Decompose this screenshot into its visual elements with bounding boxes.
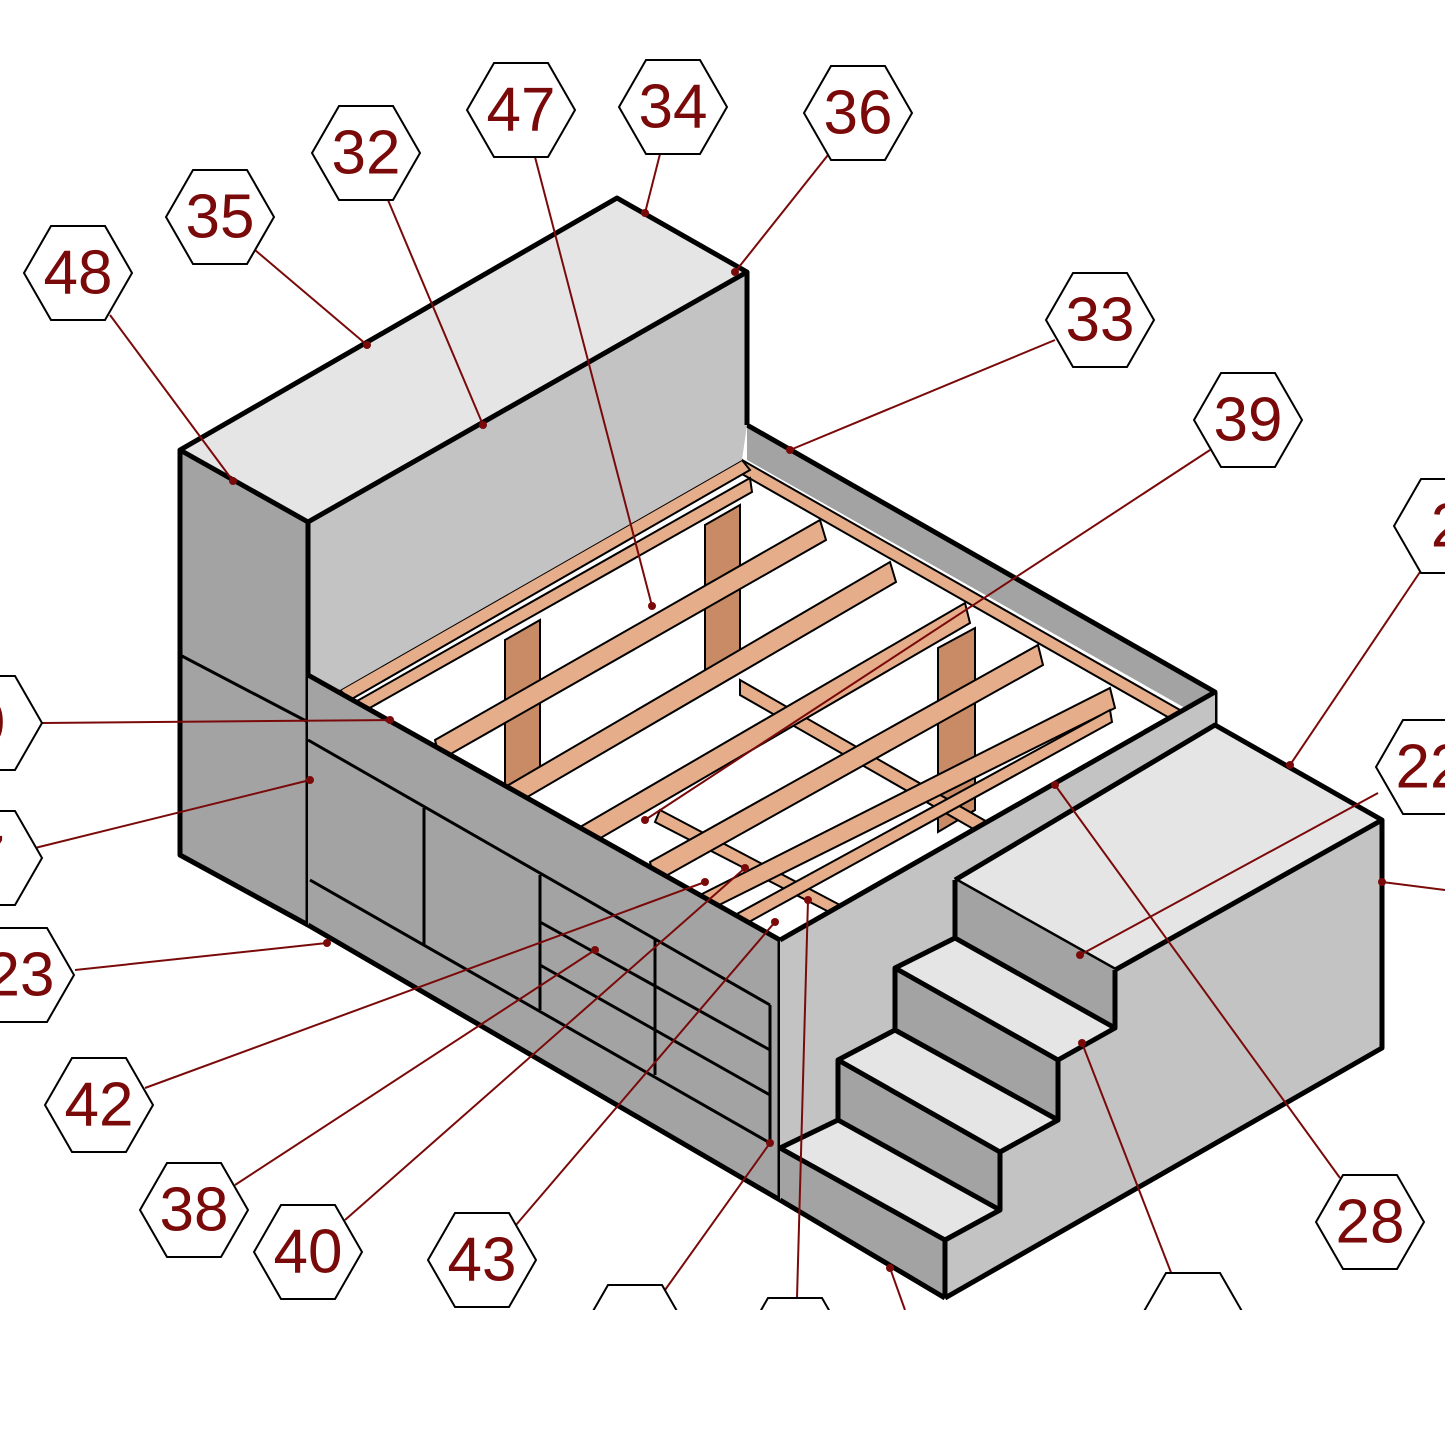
callout-40: 40 (253, 1204, 363, 1300)
svg-text:28: 28 (1336, 1188, 1405, 1257)
svg-text:47: 47 (487, 76, 556, 145)
callout-47: 47 (466, 62, 576, 158)
callout-42: 42 (44, 1057, 154, 1153)
svg-text:38: 38 (160, 1176, 229, 1245)
svg-text:2: 2 (1431, 492, 1445, 561)
callout-38: 38 (139, 1162, 249, 1258)
callout-22: 22 (1375, 719, 1445, 815)
callout-39: 39 (1193, 372, 1303, 468)
svg-text:36: 36 (824, 79, 893, 148)
callout-36: 36 (803, 65, 913, 161)
callout-2x: 2 (1393, 478, 1445, 574)
svg-text:22: 22 (1396, 733, 1445, 802)
svg-text:0: 0 (0, 689, 5, 758)
callout-23: 23 (0, 927, 75, 1023)
callout-0: 0 (0, 675, 43, 771)
step-platform (778, 689, 1385, 1301)
callout-33: 33 (1045, 272, 1155, 368)
callouts: 48 35 32 47 34 36 33 39 2 22 0 7 23 42 3… (0, 59, 1445, 1308)
callout-48: 48 (23, 225, 133, 321)
svg-text:48: 48 (44, 239, 113, 308)
callout-32: 32 (311, 105, 421, 201)
svg-text:39: 39 (1214, 386, 1283, 455)
svg-text:32: 32 (332, 119, 401, 188)
svg-text:34: 34 (639, 73, 708, 142)
svg-text:43: 43 (448, 1226, 517, 1295)
callout-28: 28 (1315, 1174, 1425, 1270)
svg-text:40: 40 (274, 1218, 343, 1287)
leader-lines (34, 153, 1445, 1311)
svg-text:7: 7 (0, 824, 5, 893)
callout-34: 34 (618, 59, 728, 155)
svg-text:23: 23 (0, 941, 54, 1010)
bottom-crop (0, 1310, 1445, 1445)
callout-7: 7 (0, 810, 43, 906)
svg-text:42: 42 (65, 1071, 134, 1140)
headboard (177, 195, 750, 928)
svg-text:35: 35 (186, 183, 255, 252)
callout-43: 43 (427, 1212, 537, 1308)
callout-35: 35 (165, 169, 275, 265)
svg-text:33: 33 (1066, 286, 1135, 355)
